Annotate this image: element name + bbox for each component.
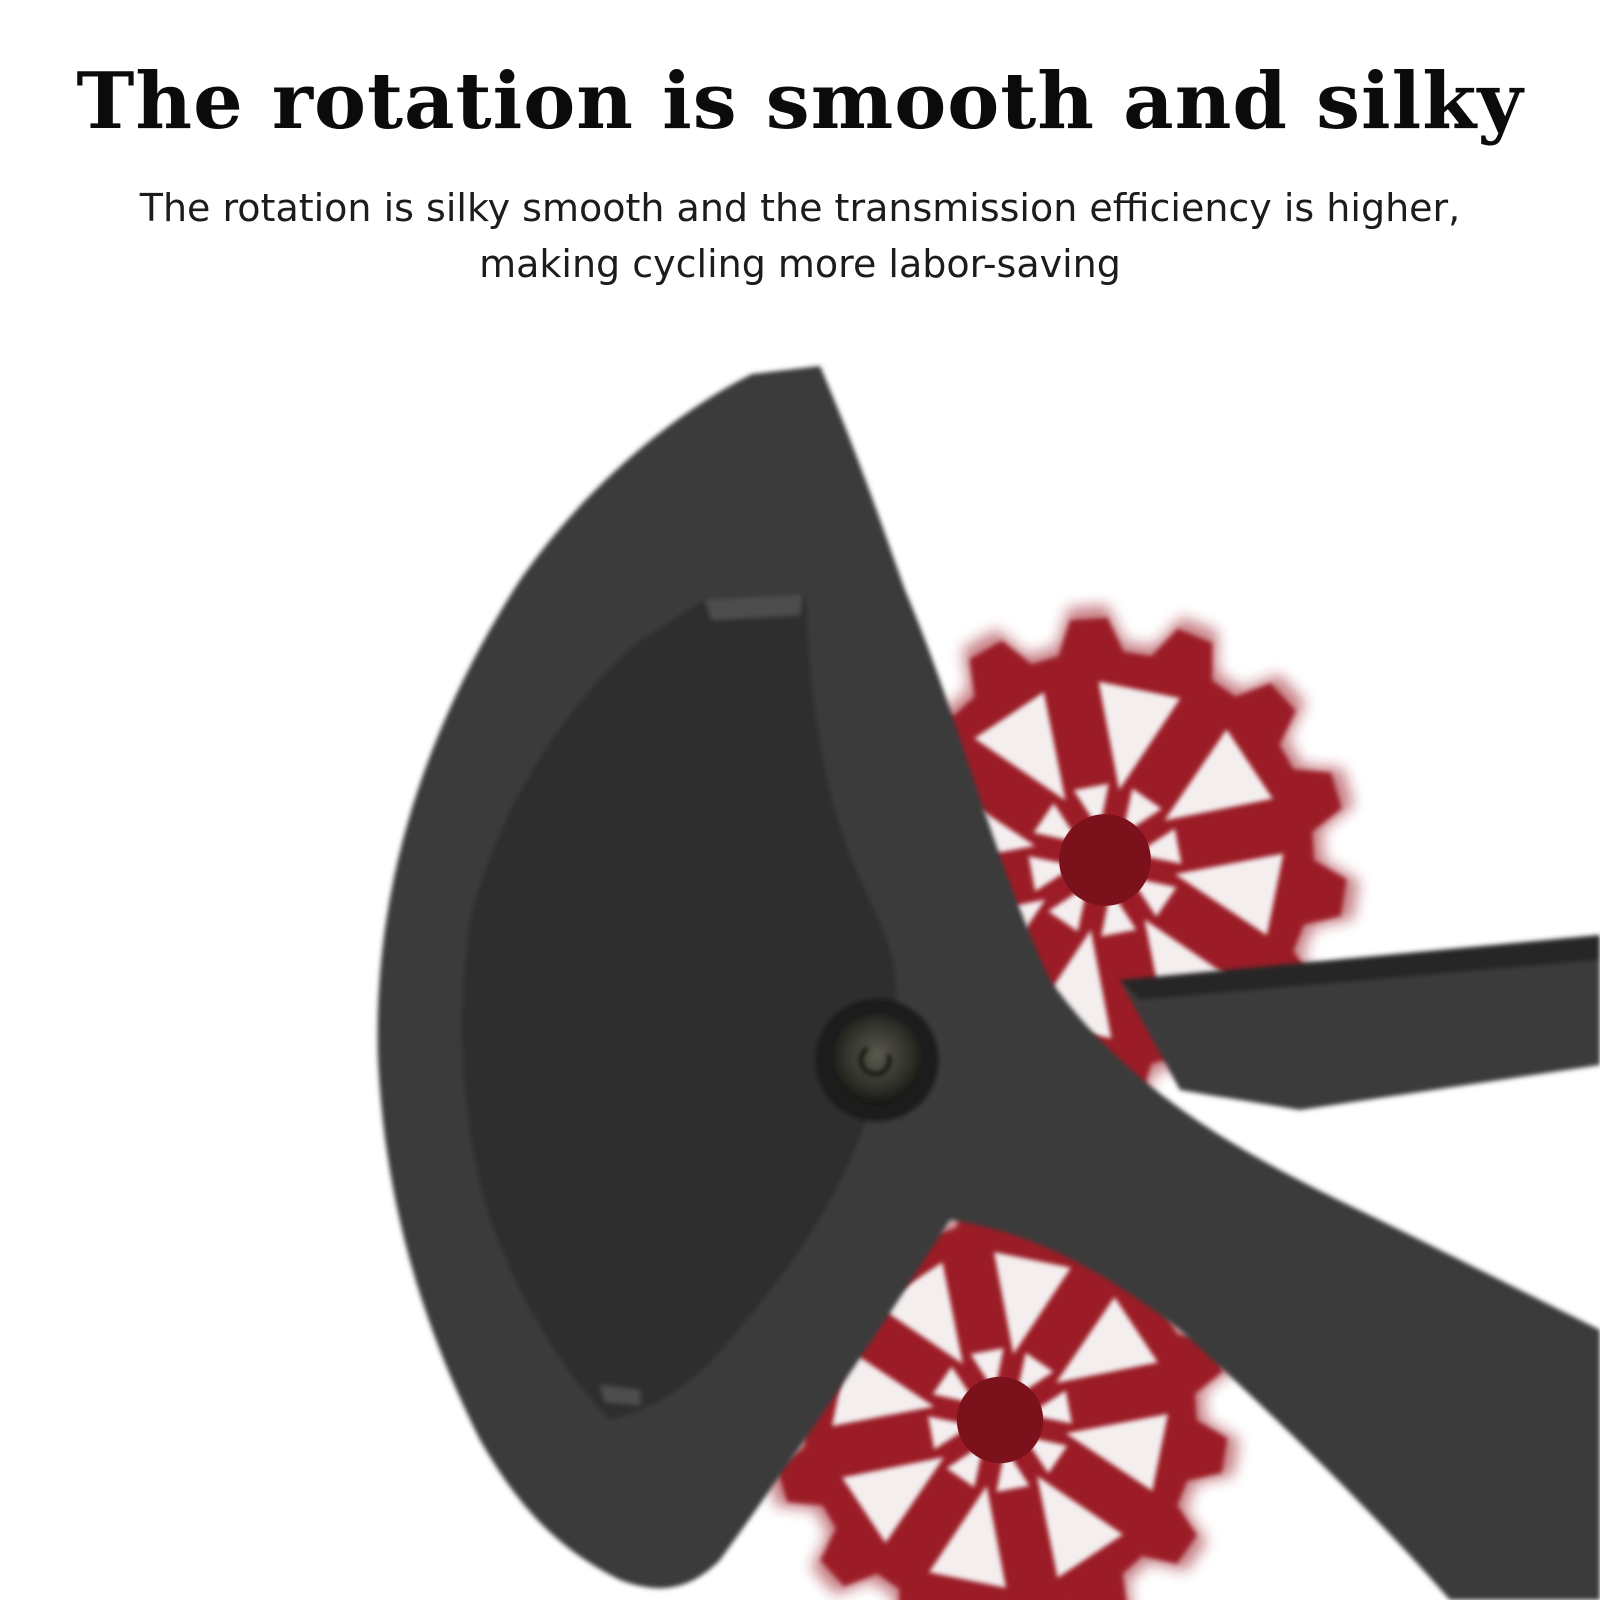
description-line-2: making cycling more labor-saving xyxy=(479,242,1121,286)
page-title: The rotation is smooth and silky xyxy=(76,56,1524,147)
derailleur-illustration xyxy=(0,330,1600,1600)
derailleur-cage xyxy=(377,366,1600,1600)
description: The rotation is silky smooth and the tra… xyxy=(80,180,1520,292)
derailleur-cage-with-pulley-wheels-icon xyxy=(377,366,1600,1600)
description-line-1: The rotation is silky smooth and the tra… xyxy=(139,186,1461,230)
derailleur-arm xyxy=(1120,935,1600,1110)
